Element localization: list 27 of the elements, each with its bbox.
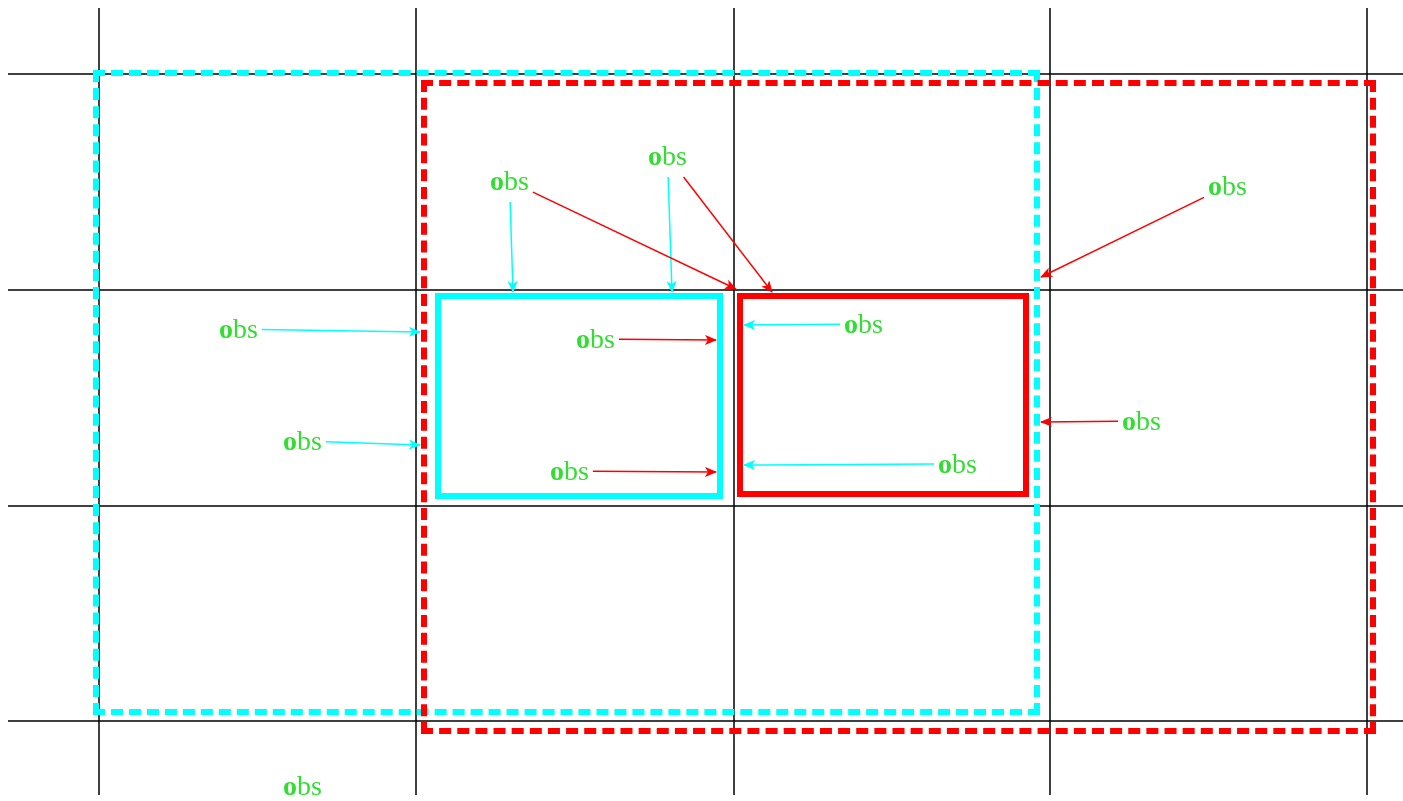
arrow — [618, 334, 717, 345]
obs-label: obs — [576, 322, 615, 356]
obs-label: obs — [1208, 169, 1247, 203]
obs-label: obs — [283, 769, 322, 801]
obs-label: obs — [219, 312, 258, 346]
obs-label: obs — [550, 454, 589, 488]
dashed-region-frame — [93, 70, 1040, 715]
arrow — [507, 201, 518, 293]
arrow — [743, 459, 935, 470]
obs-label: obs — [283, 424, 322, 458]
arrow — [682, 176, 773, 293]
arrow — [325, 439, 421, 450]
arrow — [1040, 196, 1205, 278]
obs-label: obs — [1122, 404, 1161, 438]
arrow — [666, 176, 677, 293]
solid-region-frame — [737, 293, 1029, 497]
arrow — [1040, 416, 1119, 427]
arrow — [743, 319, 841, 330]
obs-label: obs — [844, 307, 883, 341]
solid-region-frame — [435, 293, 723, 499]
obs-label: obs — [938, 447, 977, 481]
obs-label: obs — [490, 164, 529, 198]
arrow — [592, 466, 717, 477]
obs-label: obs — [648, 139, 687, 173]
arrow — [532, 191, 737, 290]
arrow — [261, 326, 421, 337]
dashed-region-frame — [421, 80, 1376, 734]
